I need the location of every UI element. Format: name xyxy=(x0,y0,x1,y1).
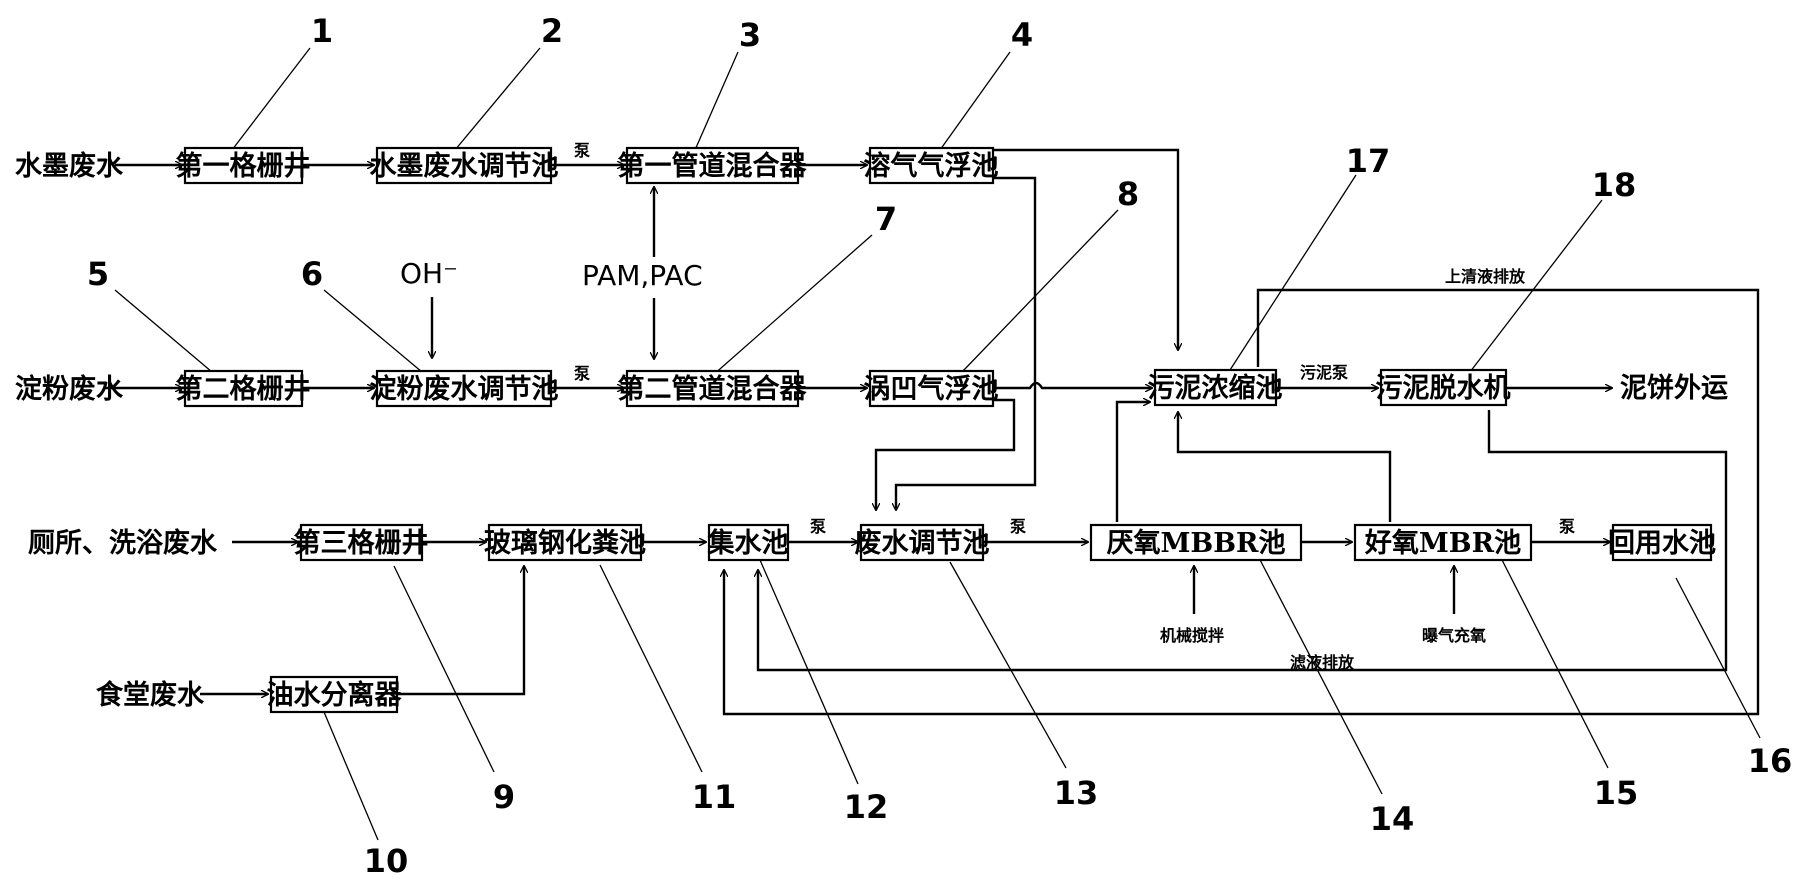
label-dewater: 污泥脱水机 xyxy=(1376,373,1511,404)
box-mixer2: 第二管道混合器 xyxy=(618,369,808,408)
label-grid3: 第三格栅井 xyxy=(294,527,429,559)
callout-9: 9 xyxy=(493,778,515,816)
label-mixer2: 第二管道混合器 xyxy=(618,373,808,405)
callout-4: 4 xyxy=(1011,16,1033,54)
box-dewater: 污泥脱水机 xyxy=(1376,368,1511,407)
source-labels: 水墨废水 淀粉废水 厕所、洗浴废水 食堂废水 泥饼外运 xyxy=(15,150,1728,711)
box-oil-separator: 油水分离器 xyxy=(267,675,403,714)
box-collect: 集水池 xyxy=(707,523,790,562)
source-ink: 水墨废水 xyxy=(15,150,124,182)
arrow-cavity-to-thickener xyxy=(993,381,1152,388)
label-sludge-thickener: 污泥浓缩池 xyxy=(1148,372,1283,404)
label-regulate: 废水调节池 xyxy=(855,527,990,559)
box-grid3: 第三格栅井 xyxy=(294,523,429,562)
callout-numbers: 1 2 3 4 5 6 7 8 9 10 11 12 13 14 15 16 1… xyxy=(87,12,1792,880)
pump-label-1: 泵 xyxy=(573,141,590,160)
box-mixer1: 第一管道混合器 xyxy=(618,146,808,185)
label-starch-tank: 淀粉废水调节池 xyxy=(370,373,559,405)
callout-14: 14 xyxy=(1370,800,1415,838)
source-toilet: 厕所、洗浴废水 xyxy=(28,527,218,559)
box-grid1: 第一格栅井 xyxy=(176,146,311,185)
label-ink-tank: 水墨废水调节池 xyxy=(370,150,559,182)
box-starch-tank: 淀粉废水调节池 xyxy=(370,369,559,408)
callout-18: 18 xyxy=(1592,166,1637,204)
box-grid2: 第二格栅井 xyxy=(176,369,311,408)
annotations: 泵 泵 泵 泵 泵 污泥泵 上清液排放 滤液排放 机械搅拌 曝气充氧 OH⁻ P… xyxy=(400,141,1575,672)
box-sludge-thickener: 污泥浓缩池 xyxy=(1148,368,1283,407)
label-cavity-float: 涡凹气浮池 xyxy=(864,374,999,405)
callout-8: 8 xyxy=(1117,175,1139,213)
arrow-anaerobic-to-thickener xyxy=(1115,402,1150,522)
label-reuse: 回用水池 xyxy=(1608,528,1716,559)
pump-label-3: 泵 xyxy=(809,517,826,536)
label-cake-out: 泥饼外运 xyxy=(1620,373,1728,404)
arrow-daf-to-regulate xyxy=(896,176,1037,510)
arrow-oilsep-to-septic xyxy=(397,566,524,696)
oh-label: OH⁻ xyxy=(400,257,458,290)
pump-label-5: 泵 xyxy=(1558,517,1575,536)
callout-15: 15 xyxy=(1594,774,1639,812)
box-anaerobic: 厌氧MBBR池 xyxy=(1089,523,1303,562)
callout-7: 7 xyxy=(875,200,897,238)
label-grid2: 第二格栅井 xyxy=(176,373,311,405)
filtrate-label: 滤液排放 xyxy=(1290,653,1355,672)
arrow-cavity-to-regulate xyxy=(876,398,1016,510)
arrow-filtrate-return xyxy=(758,410,1728,672)
box-septic: 玻璃钢化粪池 xyxy=(484,523,646,562)
label-daf: 溶气气浮池 xyxy=(864,150,999,182)
box-ink-tank: 水墨废水调节池 xyxy=(370,146,559,185)
pam-pac-label: PAM,PAC xyxy=(582,259,703,292)
source-canteen: 食堂废水 xyxy=(96,679,205,711)
label-grid1: 第一格栅井 xyxy=(176,150,311,182)
arrow-daf-to-thickener xyxy=(993,148,1178,350)
arrow-supernatant-return xyxy=(724,288,1760,716)
arrow-aerobic-to-thickener xyxy=(1178,412,1392,522)
callout-16: 16 xyxy=(1748,742,1793,780)
label-oil-separator: 油水分离器 xyxy=(267,679,403,711)
label-collect: 集水池 xyxy=(707,527,789,559)
supernatant-label: 上清液排放 xyxy=(1445,267,1526,286)
label-septic: 玻璃钢化粪池 xyxy=(484,528,646,559)
label-anaerobic: 厌氧MBBR池 xyxy=(1107,528,1286,559)
label-aerobic: 好氧MBR池 xyxy=(1364,528,1521,559)
callout-2: 2 xyxy=(541,12,563,50)
callout-3: 3 xyxy=(739,16,761,54)
callout-17: 17 xyxy=(1346,142,1391,180)
callout-11: 11 xyxy=(692,778,737,816)
label-mixer1: 第一管道混合器 xyxy=(618,150,808,182)
callout-10: 10 xyxy=(364,842,409,880)
callout-1: 1 xyxy=(311,12,333,50)
pump-label-2: 泵 xyxy=(573,364,590,383)
callout-13: 13 xyxy=(1054,774,1099,812)
sludge-pump-label: 污泥泵 xyxy=(1300,363,1348,382)
box-regulate: 废水调节池 xyxy=(855,523,990,562)
callout-6: 6 xyxy=(301,255,323,293)
mech-stir-label: 机械搅拌 xyxy=(1160,626,1224,645)
pump-label-4: 泵 xyxy=(1009,517,1026,536)
box-aerobic: 好氧MBR池 xyxy=(1353,523,1533,562)
box-reuse: 回用水池 xyxy=(1608,523,1716,562)
source-starch: 淀粉废水 xyxy=(15,373,124,405)
box-daf: 溶气气浮池 xyxy=(864,146,999,185)
leader-lines xyxy=(114,47,1761,841)
unit-boxes: 第一格栅井 水墨废水调节池 第一管道混合器 溶气气浮池 第二格栅井 淀粉废水调节… xyxy=(176,146,1716,714)
aeration-label: 曝气充氧 xyxy=(1422,626,1486,645)
callout-12: 12 xyxy=(844,788,889,826)
flow-lines xyxy=(105,148,1760,716)
box-cavity-float: 涡凹气浮池 xyxy=(864,369,999,408)
callout-5: 5 xyxy=(87,255,109,293)
